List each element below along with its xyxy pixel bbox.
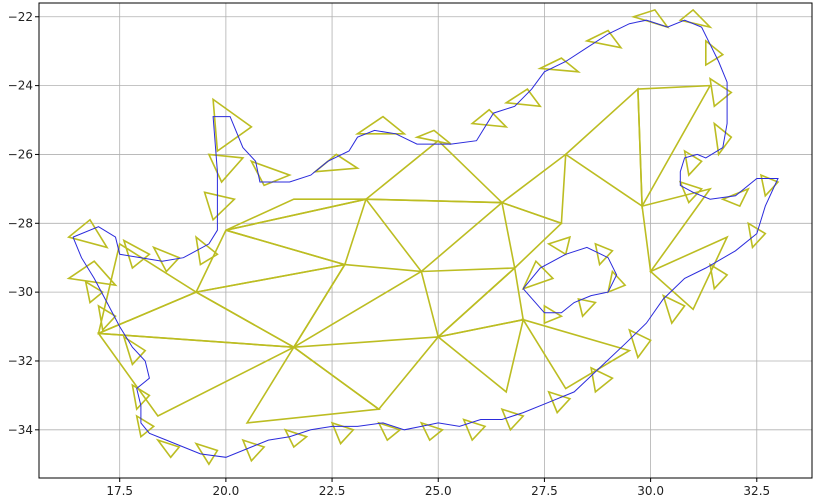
- x-tick-label: 17.5: [106, 484, 133, 498]
- mesh-triangle: [713, 121, 733, 157]
- mesh-triangle: [84, 280, 105, 304]
- mesh-triangle: [135, 414, 156, 439]
- mesh-triangle: [720, 187, 750, 208]
- inner-boundary-line: [522, 246, 618, 314]
- mesh-triangle: [66, 218, 109, 249]
- mesh-triangle: [203, 191, 237, 222]
- mesh-triangle: [66, 260, 118, 287]
- grid: [39, 3, 812, 478]
- mesh-triangle: [225, 198, 368, 266]
- mesh-triangle: [747, 221, 767, 250]
- mesh-triangle: [364, 198, 505, 273]
- y-tick-label: −28: [8, 216, 33, 230]
- mesh-triangle: [436, 318, 525, 394]
- mesh-triangle: [500, 201, 563, 270]
- y-tick-label: −22: [8, 10, 33, 24]
- mesh-triangle: [546, 235, 572, 256]
- mesh-triangle: [678, 8, 713, 29]
- mesh-triangle: [207, 153, 245, 184]
- mesh-triangle: [564, 87, 643, 208]
- mesh-triangle: [683, 149, 703, 177]
- mesh-triangle: [97, 242, 198, 335]
- mesh-triangle: [661, 294, 686, 325]
- mesh-triangle: [641, 187, 713, 274]
- mesh-triangle: [131, 383, 151, 411]
- mesh-triangle: [283, 428, 309, 449]
- mesh-triangle: [122, 238, 151, 270]
- mesh-triangle: [594, 242, 614, 267]
- mesh-triangle: [649, 235, 729, 311]
- mesh-triangle: [419, 421, 445, 442]
- mesh-triangle: [577, 297, 597, 318]
- mesh-triangle: [590, 366, 614, 394]
- y-tick-label: −34: [8, 423, 33, 437]
- mesh-triangle: [151, 245, 181, 273]
- x-tick-label: 22.5: [319, 484, 346, 498]
- mesh-triangle: [363, 139, 505, 204]
- x-tick-label: 32.5: [743, 484, 770, 498]
- mesh-triangle: [377, 421, 402, 442]
- mesh-triangle: [547, 390, 572, 415]
- mesh-triangle: [420, 267, 517, 339]
- y-tick-label: −26: [8, 147, 33, 161]
- mesh-triangle: [628, 328, 652, 360]
- mesh-triangle: [414, 129, 452, 145]
- series-layer: [72, 19, 779, 458]
- mesh-triangle: [155, 438, 181, 459]
- mesh-triangle: [521, 259, 555, 291]
- mesh-triangle: [194, 235, 219, 266]
- mesh-triangle: [470, 108, 509, 128]
- mesh-triangle: [241, 438, 266, 463]
- mesh-triangle: [291, 335, 440, 411]
- mesh-layer: [66, 8, 780, 466]
- mesh-triangle: [194, 229, 346, 294]
- mesh-triangle: [607, 269, 627, 294]
- axes-frame: [38, 2, 813, 479]
- x-tick-label: 20.0: [213, 484, 240, 498]
- mesh-triangle: [500, 407, 525, 432]
- mesh-triangle: [584, 29, 623, 49]
- x-tick-label: 30.0: [637, 484, 664, 498]
- mesh-triangle: [212, 97, 253, 153]
- outer-boundary-line: [72, 19, 779, 458]
- y-tick-label: −24: [8, 79, 33, 93]
- mesh-triangle: [637, 84, 712, 209]
- mesh-triangle: [503, 88, 542, 108]
- mesh-triangle: [122, 335, 147, 366]
- x-tick-label: 25.0: [425, 484, 452, 498]
- mesh-triangle: [245, 346, 381, 424]
- mesh-triangle: [704, 39, 725, 67]
- y-tick-label: −32: [8, 354, 33, 368]
- mesh-triangle: [97, 304, 117, 332]
- tick-layer: 17.5 20.0 22.5 25.0 27.5 30.0 32.5 −22 −24 −26 −28…: [8, 10, 770, 498]
- mesh-triangle: [709, 263, 729, 291]
- mesh-triangle: [537, 57, 581, 73]
- mesh-triangle: [96, 332, 297, 418]
- x-tick-label: 27.5: [531, 484, 558, 498]
- y-tick-label: −30: [8, 285, 33, 299]
- mesh-triangle: [354, 115, 407, 135]
- mesh-triangle: [435, 266, 525, 339]
- mesh-triangle: [543, 304, 564, 325]
- mesh-triangle: [462, 418, 487, 442]
- mesh-triangle: [678, 180, 704, 205]
- mesh-triangle: [709, 77, 733, 108]
- mesh-triangle: [293, 263, 424, 348]
